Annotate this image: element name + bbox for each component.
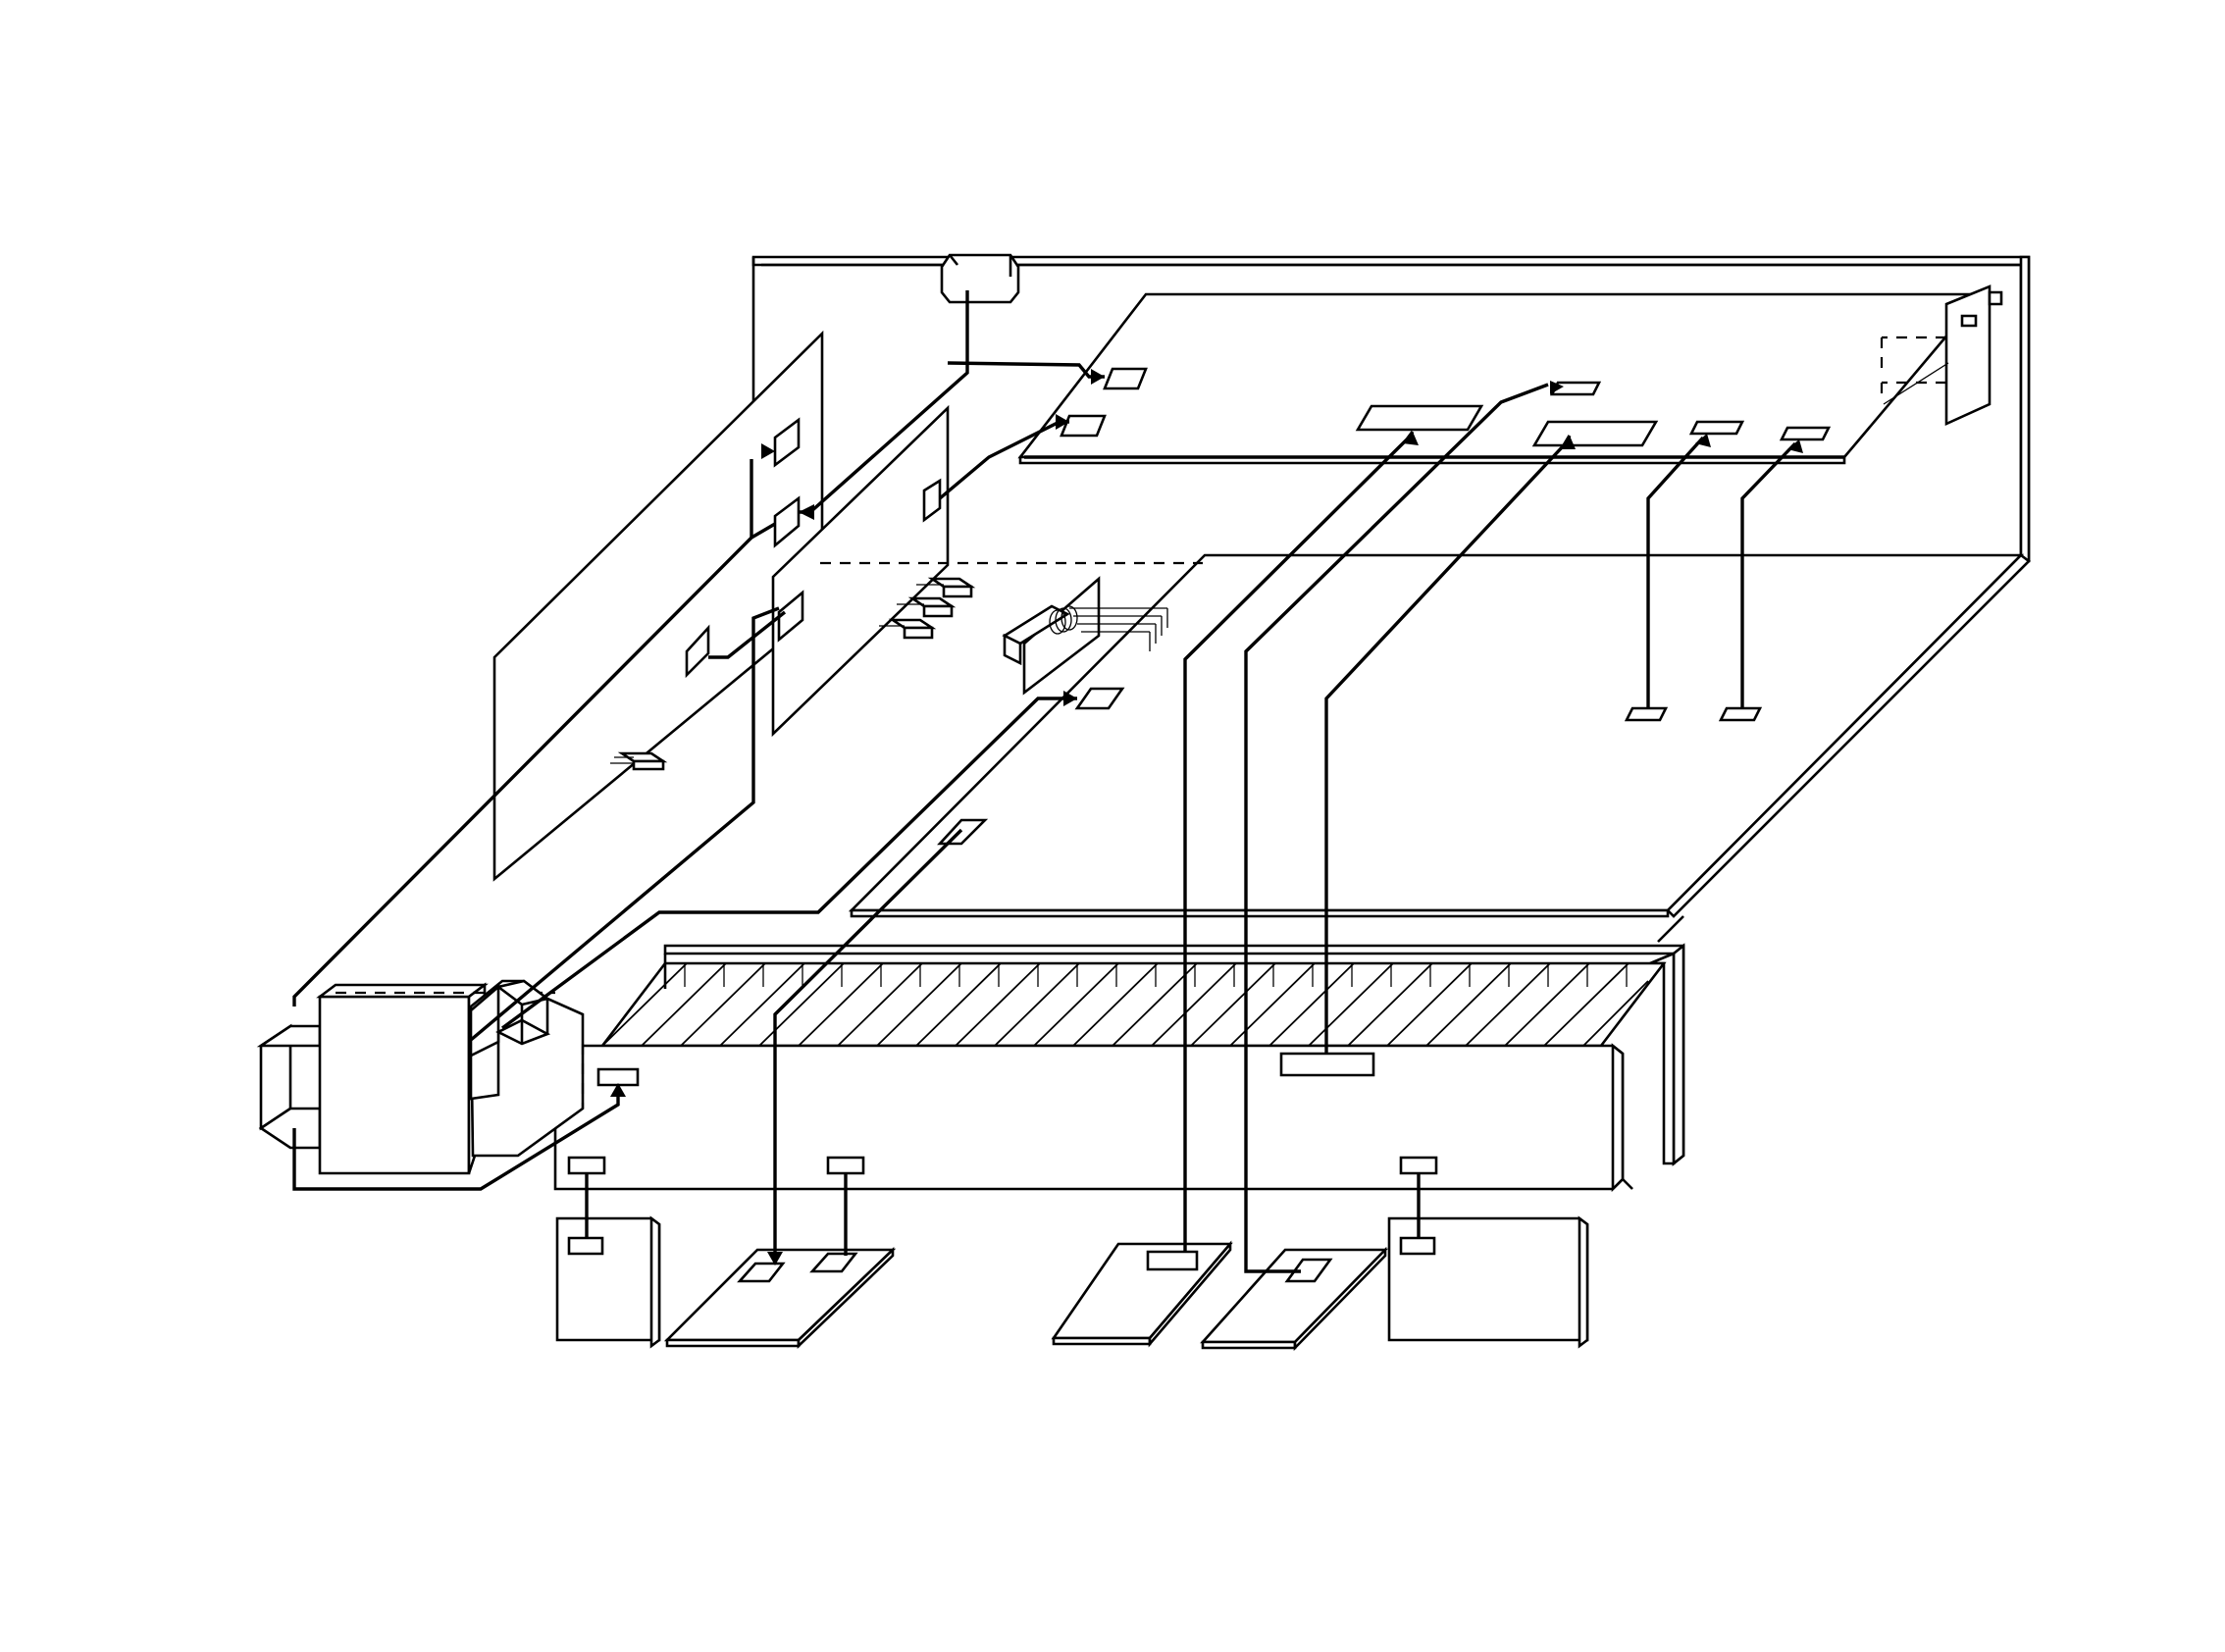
main-board <box>852 555 2029 916</box>
upper-board-pad-2 <box>1061 416 1105 436</box>
upper-board-pad-1 <box>1105 369 1146 388</box>
left-power-module <box>261 981 583 1173</box>
main-board-pad-2 <box>1721 708 1760 720</box>
front-module-flat-1 <box>667 1250 893 1346</box>
front-bar-pad-3 <box>828 1158 863 1173</box>
upper-board-pad-4 <box>1691 422 1742 434</box>
upper-board-chip-1 <box>1358 406 1481 430</box>
front-bar-pad-1 <box>598 1069 638 1085</box>
front-module-right-box-pad <box>1401 1238 1434 1254</box>
upper-board <box>1020 294 1982 463</box>
main-board-pad-1 <box>1627 708 1666 720</box>
front-module-flat-2-pad <box>1148 1252 1197 1269</box>
front-bar-pad-4 <box>1401 1158 1436 1173</box>
front-bar-pad-2 <box>569 1158 604 1173</box>
wire-middle-to-upper-2 <box>948 363 1105 377</box>
front-bar-label <box>1281 1054 1373 1075</box>
front-module-left-box <box>557 1218 659 1346</box>
front-module-flat-2 <box>1054 1244 1230 1344</box>
top-connector <box>942 255 1018 302</box>
upper-board-pad-5 <box>1782 428 1829 439</box>
front-bar <box>555 1046 1632 1189</box>
front-module-flat-3 <box>1203 1250 1385 1348</box>
front-module-left-box-pad <box>569 1238 602 1254</box>
upper-board-chip-2 <box>1534 422 1656 445</box>
